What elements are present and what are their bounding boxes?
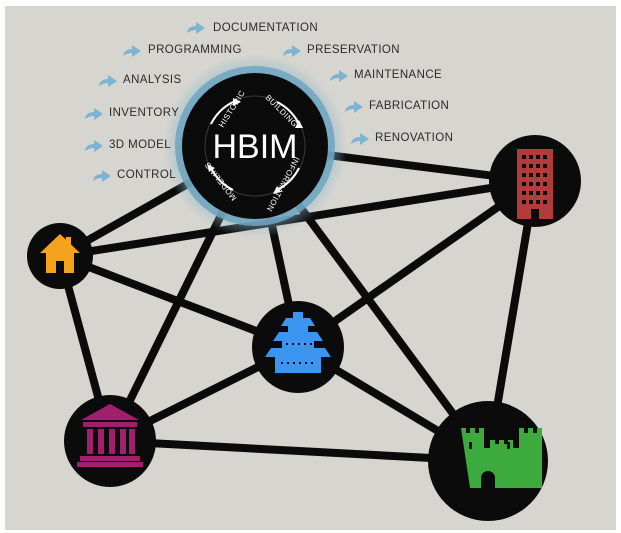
- skyscraper-icon: [517, 149, 553, 219]
- node-castle: [428, 401, 548, 521]
- label-preservation: PRESERVATION: [307, 44, 400, 56]
- network-graph: HBIM HISTORIC BUILDING INFORMATION MODEL…: [27, 54, 581, 521]
- castle-icon: [461, 428, 542, 488]
- arrow-icon: [85, 108, 103, 120]
- arrow-icon: [93, 170, 111, 182]
- label-3d-model: 3D MODEL: [109, 139, 171, 151]
- edge-temple-castle: [106, 437, 492, 465]
- label-maintenance: MAINTENANCE: [354, 69, 443, 81]
- label-documentation: DOCUMENTATION: [213, 22, 319, 34]
- arrow-icon: [351, 133, 369, 145]
- hub-title: HBIM: [213, 128, 298, 166]
- arrow-icon: [345, 101, 363, 113]
- hbim-hub: HBIM HISTORIC BUILDING INFORMATION MODEL…: [163, 54, 347, 238]
- label-fabrication: FABRICATION: [369, 100, 450, 112]
- node-classical-temple: [64, 395, 156, 487]
- node-japanese-castle: [252, 301, 344, 393]
- arrow-icon: [85, 140, 103, 152]
- arrow-icon: [283, 45, 301, 57]
- label-programming: PROGRAMMING: [148, 44, 242, 56]
- label-control: CONTROL: [117, 169, 177, 181]
- classical-temple-icon: [77, 404, 143, 467]
- arrow-icon: [187, 22, 205, 34]
- arrow-icon: [330, 70, 348, 82]
- house-icon: [40, 234, 80, 273]
- node-house: [27, 223, 93, 289]
- label-analysis: ANALYSIS: [123, 74, 182, 86]
- hbim-diagram: HBIM HISTORIC BUILDING INFORMATION MODEL…: [5, 6, 616, 530]
- arrow-icon: [123, 45, 141, 57]
- arrow-icon: [99, 75, 117, 87]
- edge-skyscraper-pagoda: [294, 177, 539, 351]
- label-renovation: RENOVATION: [375, 132, 454, 144]
- node-skyscraper: [489, 135, 581, 227]
- label-inventory: INVENTORY: [109, 107, 180, 119]
